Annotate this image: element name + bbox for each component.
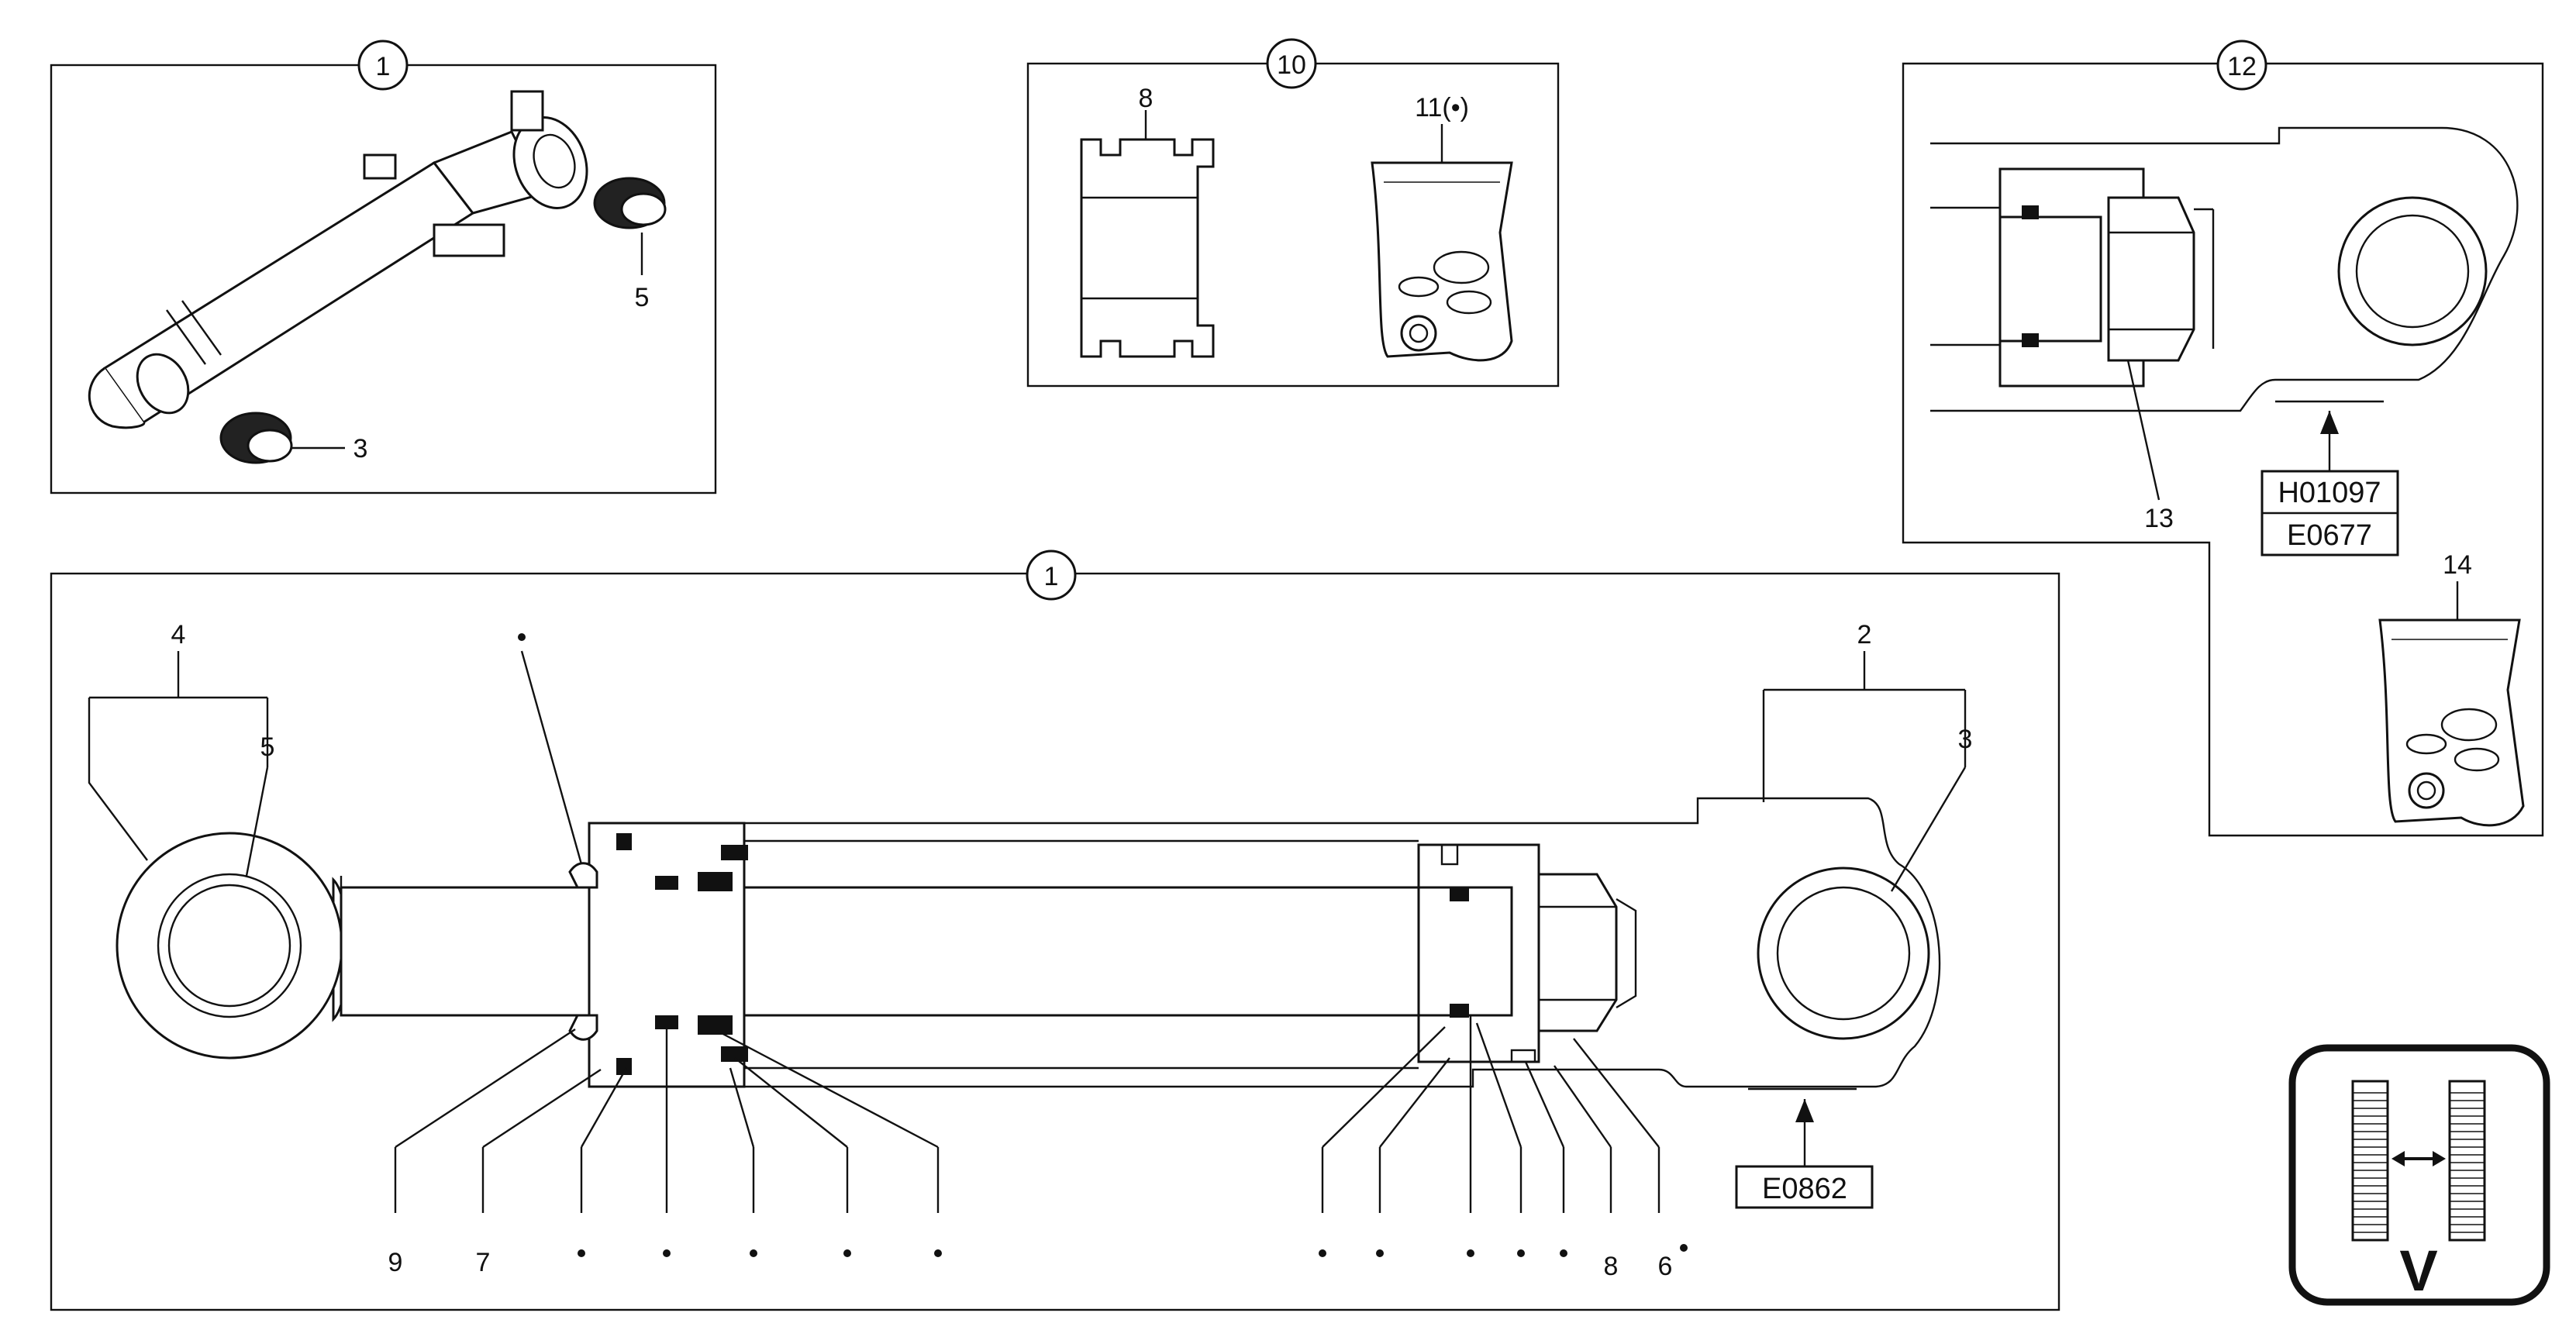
cylinder-tube <box>588 797 1941 1088</box>
bushing-top <box>593 177 667 229</box>
part-label-8-kit: 8 <box>1139 84 1154 113</box>
piston-rod <box>340 886 1420 1017</box>
panel-bottom-main: 1 <box>50 550 2060 1311</box>
callout-number: 1 <box>1044 562 1059 591</box>
part-label-2: 2 <box>1857 620 1872 649</box>
part-label-4: 4 <box>171 620 186 649</box>
part-label-11-kit: 11(•) <box>1415 93 1469 122</box>
panel-top-right: 12 13 H01097 E0677 <box>1902 40 2544 837</box>
part-label-3: 3 <box>1958 725 1973 754</box>
part-label-13: 13 <box>2144 504 2174 533</box>
rod-eye <box>116 832 350 1060</box>
panel-frame <box>50 64 717 494</box>
panel-top-middle: 10 8 11(•) <box>1026 38 1560 388</box>
bullet-markers <box>578 1244 1688 1257</box>
piston-nut <box>1537 873 1618 1032</box>
piston-seal-profile <box>1080 138 1215 358</box>
callout-number: 12 <box>2227 52 2257 81</box>
part-label-5: 5 <box>635 283 650 312</box>
seal-kit-bag <box>1371 161 1513 362</box>
callout-circle <box>1266 38 1317 89</box>
part-label-8: 8 <box>1604 1252 1619 1281</box>
callout-circle <box>357 40 409 91</box>
direction-badge: V <box>2288 1044 2550 1306</box>
part-label-7: 7 <box>476 1248 491 1277</box>
code-e0677: E0677 <box>2287 519 2372 552</box>
panel-top-left: 1 5 3 <box>50 40 717 494</box>
part-label-3: 3 <box>353 434 368 463</box>
part-label-9: 9 <box>388 1248 403 1277</box>
code-e0862: E0862 <box>1762 1173 1847 1205</box>
rod-end-detail <box>1930 126 2519 412</box>
part-label-5: 5 <box>260 732 275 762</box>
badge-letter: V <box>2399 1239 2437 1303</box>
head-eye <box>1757 867 1930 1040</box>
bushing-bottom <box>219 412 293 464</box>
part-label-14: 14 <box>2443 550 2472 580</box>
view-arrow-e0862 <box>1735 1087 1874 1209</box>
part-label-6: 6 <box>1658 1252 1673 1281</box>
callout-number: 1 <box>376 52 391 81</box>
panel-frame <box>1902 62 2544 837</box>
seal-kit-bag <box>2378 618 2525 827</box>
view-arrow-h01097 <box>2260 400 2399 556</box>
callout-circle <box>2216 40 2267 91</box>
code-h01097: H01097 <box>2278 477 2381 509</box>
leader-lines <box>394 1015 1660 1213</box>
callout-circle <box>1026 550 1077 601</box>
callout-number: 10 <box>1277 50 1306 80</box>
cylinder-illustration <box>88 90 588 429</box>
